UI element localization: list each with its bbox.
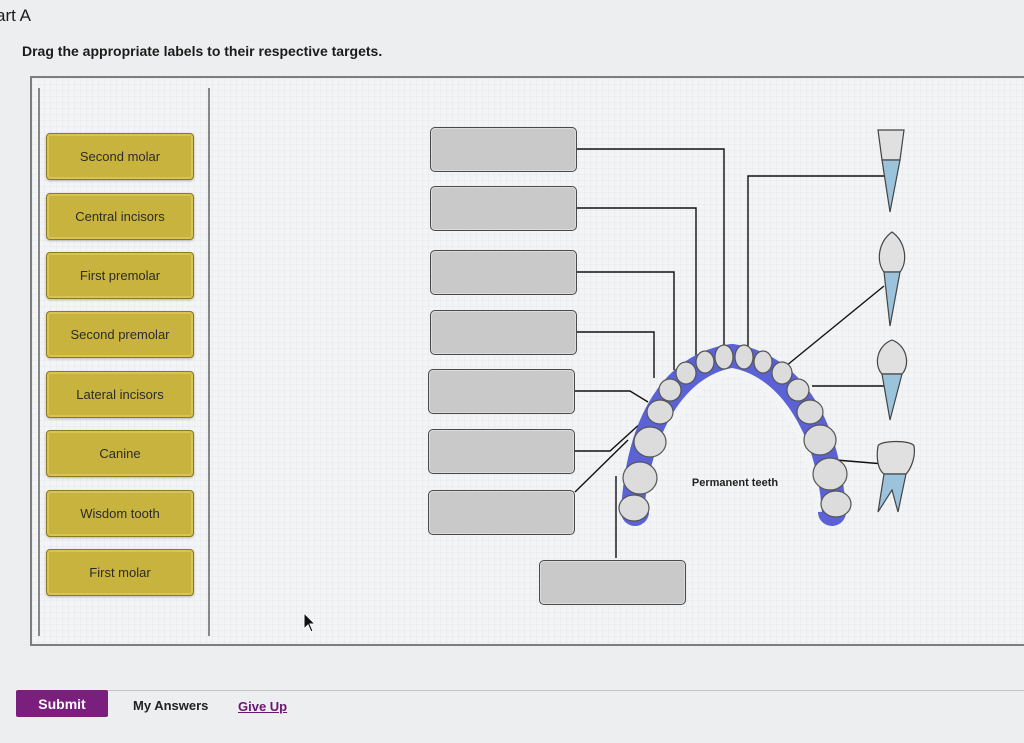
drop-target-3[interactable] [430, 250, 577, 295]
drop-target-1[interactable] [430, 127, 577, 172]
give-up-link[interactable]: Give Up [238, 699, 288, 714]
submit-button[interactable]: Submit [16, 690, 108, 717]
drop-target-7[interactable] [428, 490, 575, 535]
permanent-teeth-label: Permanent teeth [691, 477, 779, 489]
label-central-incisors[interactable]: Central incisors [46, 193, 194, 240]
label-lateral-incisors[interactable]: Lateral incisors [46, 371, 194, 418]
label-wisdom-tooth[interactable]: Wisdom tooth [46, 490, 194, 537]
drop-target-8[interactable] [539, 560, 686, 605]
label-first-premolar[interactable]: First premolar [46, 252, 194, 299]
instruction-text: Drag the appropriate labels to their res… [22, 43, 383, 59]
drop-target-6[interactable] [428, 429, 575, 474]
drop-target-2[interactable] [430, 186, 577, 231]
label-canine[interactable]: Canine [46, 430, 194, 477]
footer-divider [30, 690, 1024, 691]
my-answers-link[interactable]: My Answers [133, 698, 209, 713]
label-first-molar[interactable]: First molar [46, 549, 194, 596]
label-second-premolar[interactable]: Second premolar [46, 311, 194, 358]
label-second-molar[interactable]: Second molar [46, 133, 194, 180]
mouse-pointer-icon [303, 612, 317, 633]
part-title: art A [0, 6, 31, 25]
drop-target-4[interactable] [430, 310, 577, 355]
drop-target-5[interactable] [428, 369, 575, 414]
label-bank [38, 88, 210, 636]
